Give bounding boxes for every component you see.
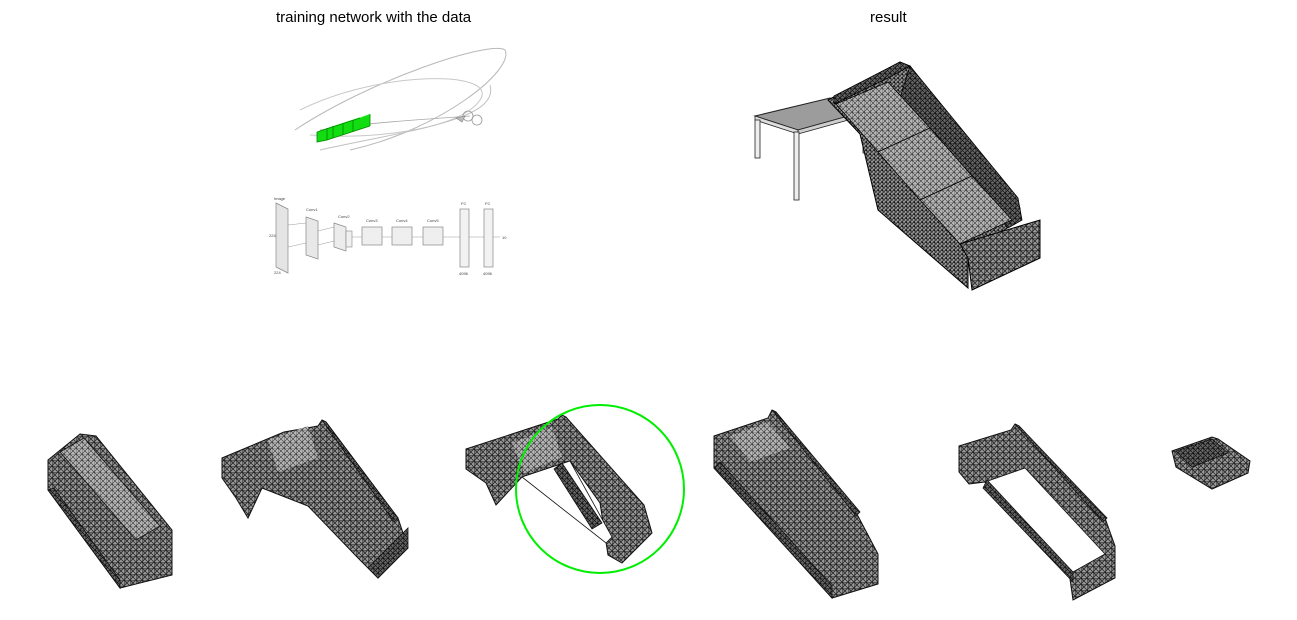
conv4-label: Conv4: [396, 218, 408, 223]
conv5-label: Conv5: [427, 218, 439, 223]
fc2-label: FC: [485, 201, 490, 206]
highlight-circle: [515, 404, 685, 574]
mesh-variant-3: [465, 414, 653, 564]
result-panel-title: result: [870, 9, 907, 26]
input-layer: Image 224 224: [269, 196, 289, 275]
training-sketch: [294, 48, 507, 151]
conv1-layer: Conv1: [305, 207, 319, 260]
result-sofa-render: [753, 61, 1041, 291]
conv4-layer: Conv4: [391, 218, 413, 246]
network-diagram: Image 224 224 Conv1 Conv2 Conv3 Conv4 Co…: [269, 196, 507, 276]
fc1-size: 4096: [459, 271, 469, 276]
conv2-label: Conv2: [338, 214, 350, 219]
conv3-label: Conv3: [366, 218, 378, 223]
fc2-size: 4096: [483, 271, 493, 276]
mesh-variant-5: [958, 423, 1116, 601]
input-size-bottom: 224: [274, 270, 281, 275]
green-training-box: [316, 114, 371, 143]
output-size: 10: [502, 235, 507, 240]
mesh-variant-4: [713, 409, 879, 600]
conv5-layer: Conv5: [422, 218, 444, 246]
conv1-label: Conv1: [306, 207, 318, 212]
camera-icon: [455, 110, 483, 126]
fc1-label: FC: [461, 201, 466, 206]
mesh-variant-1: [47, 433, 173, 590]
fc2-layer: FC 4096: [483, 201, 494, 276]
input-label: Image: [274, 196, 286, 201]
mesh-variant-6: [1171, 436, 1251, 490]
conv2-layer: Conv2: [333, 214, 353, 252]
training-panel-title: training network with the data: [276, 9, 472, 26]
fc1-layer: FC 4096: [459, 201, 470, 276]
mesh-variant-2: [221, 419, 409, 579]
input-size-top: 224: [269, 233, 276, 238]
sofa-body: [827, 61, 1041, 291]
conv3-layer: Conv3: [361, 218, 383, 246]
